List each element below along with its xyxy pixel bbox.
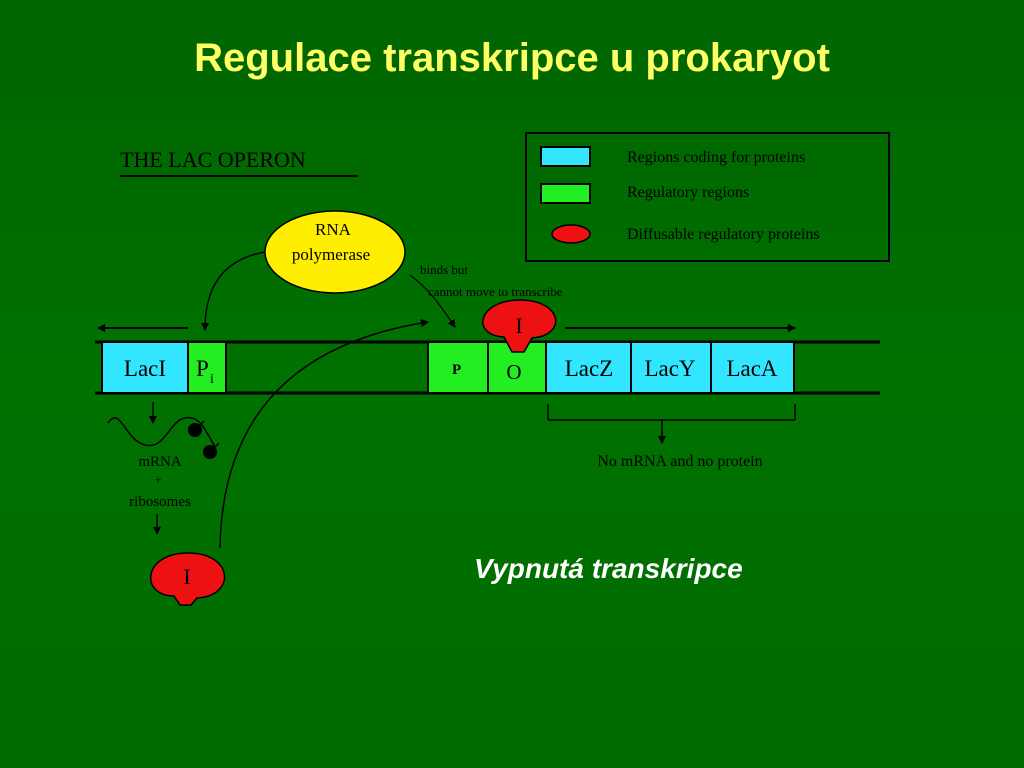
o-label: O [506, 360, 521, 384]
subtitle: Vypnutá transkripce [474, 553, 743, 584]
slide-title: Regulace transkripce u prokaryot [194, 36, 830, 80]
legend-coding-swatch [540, 146, 591, 167]
lacy-label: LacY [644, 356, 695, 381]
bound-repressor-label: I [515, 313, 522, 338]
lacy-gene [630, 341, 712, 394]
pi-label: P [196, 356, 209, 381]
bound-repressor [482, 299, 557, 353]
legend-coding-label: Regions coding for proteins [627, 149, 805, 166]
polymerase-arrow [201, 251, 266, 331]
laca-label: LacA [726, 356, 777, 381]
rna-polymerase-line1: RNA [315, 220, 352, 239]
lacz-label: LacZ [565, 356, 614, 381]
legend: Regions coding for proteins Regulatory r… [525, 132, 890, 262]
mrna-label: mRNA [138, 454, 182, 470]
diagram-heading: THE LAC OPERON [120, 147, 306, 172]
plus-label: + [154, 472, 161, 487]
laca-gene [710, 341, 795, 394]
no-mrna-label: No mRNA and no protein [597, 453, 762, 470]
p-label: P [452, 362, 461, 378]
lacz-gene [545, 341, 632, 394]
binds-note-arrow [409, 274, 456, 328]
legend-protein-swatch [551, 224, 591, 244]
ribosomes-label: ribosomes [129, 494, 191, 510]
no-mrna-bracket [547, 404, 796, 444]
repressor-binding-arrow [219, 319, 429, 549]
pi-subscript: i [210, 372, 214, 387]
binds-note-line1: binds but [420, 262, 468, 277]
free-repressor [150, 552, 226, 606]
binds-note-line2: cannot move to transcribe [428, 284, 563, 299]
pi-promoter [187, 341, 227, 394]
legend-regulatory-label: Regulatory regions [627, 184, 749, 201]
laci-gene [101, 341, 189, 394]
ribosome-icon [188, 420, 220, 459]
legend-regulatory-swatch [540, 183, 591, 204]
rna-polymerase-line2: polymerase [292, 245, 370, 264]
free-repressor-label: I [183, 564, 190, 589]
legend-protein-label: Diffusable regulatory proteins [627, 226, 820, 243]
laci-label: LacI [124, 356, 166, 381]
